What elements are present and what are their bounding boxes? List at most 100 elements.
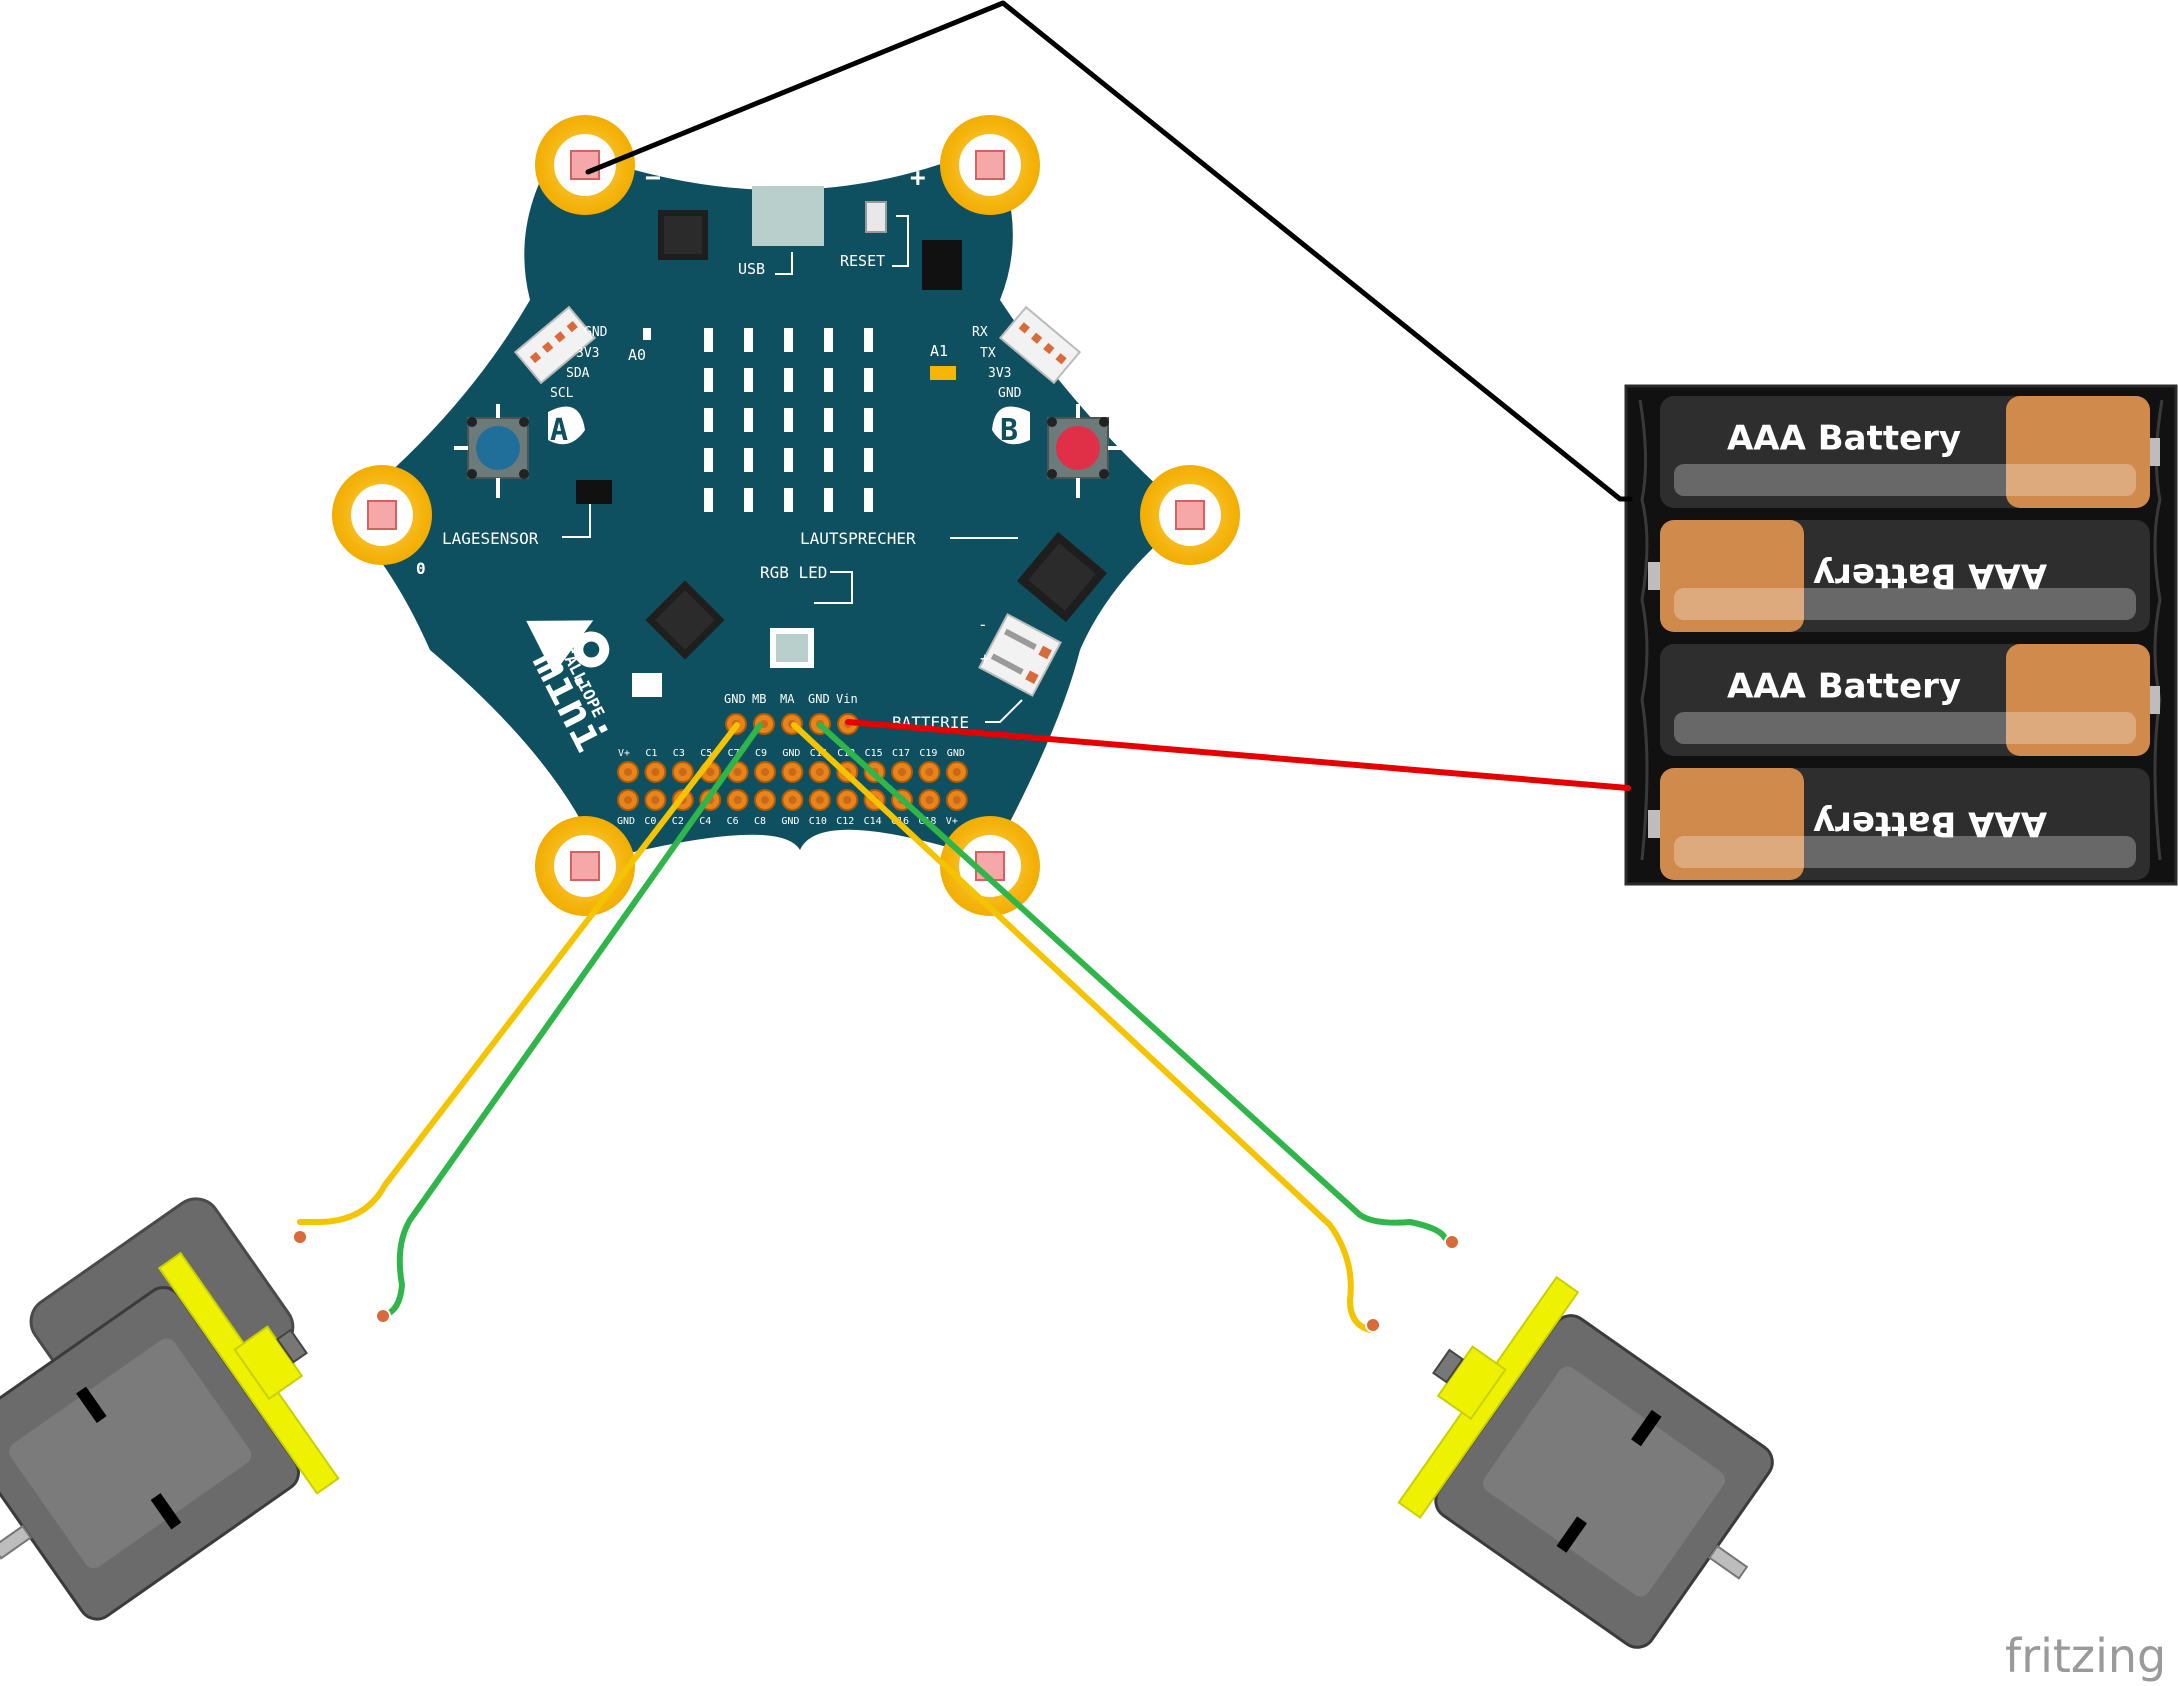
battery-cell-4: AAA Battery <box>1648 768 2150 880</box>
pin-label-top: C1 <box>645 748 657 759</box>
label-lagesensor: LAGESENSOR <box>442 529 539 548</box>
pin-label-bottom: C14 <box>864 816 882 827</box>
position-sensor <box>576 480 612 504</box>
led-4-4 <box>864 488 873 512</box>
pin-label-top: C3 <box>673 748 685 759</box>
chip-reset-side <box>922 240 962 290</box>
wire-black <box>585 0 1633 502</box>
calliope-logo <box>526 620 610 675</box>
pin-label-bottom: GND <box>781 816 799 827</box>
battery-cell-label: AAA Battery <box>1813 556 2047 596</box>
calliope-mini-board: − + 0 3 1 2 USB RESET GND 3V3 SDA SCL A0 <box>332 115 1240 916</box>
battery-connector <box>978 613 1062 697</box>
pin-label-bottom: C4 <box>699 816 711 827</box>
pin-top-hole <box>952 768 961 776</box>
label-3v3-left: 3V3 <box>576 346 599 361</box>
pin-label-bottom: V+ <box>946 816 958 827</box>
dc-motor-right <box>1397 1275 1774 1649</box>
motor-header-label: MB <box>752 692 766 706</box>
pin-label-top: C9 <box>755 748 767 759</box>
led-3-4 <box>864 448 873 472</box>
motor-right-terminal-2 <box>1444 1234 1460 1250</box>
pin-top-hole <box>788 768 797 776</box>
pin-top-hole <box>733 768 742 776</box>
label-a1: A1 <box>930 342 948 360</box>
label-tx: TX <box>980 346 996 361</box>
label-3v3-right: 3V3 <box>988 366 1011 381</box>
led-1-3 <box>824 368 833 392</box>
pin-label-top: C15 <box>865 748 883 759</box>
pin-top-hole <box>761 768 769 776</box>
motor-left-terminal-2 <box>375 1308 391 1324</box>
grove-connector-right <box>998 305 1082 385</box>
led-3-2 <box>784 448 793 472</box>
pin-label-bottom: C6 <box>727 816 739 827</box>
label-scl: SCL <box>550 386 574 401</box>
pin-top-hole <box>624 768 632 776</box>
label-pad-2: 2 <box>915 845 925 864</box>
led-1-4 <box>864 368 873 392</box>
reset-button <box>865 201 887 233</box>
pad-1 <box>535 816 635 916</box>
label-minus: − <box>645 163 661 193</box>
pad-0 <box>332 465 432 565</box>
pin-top-hole <box>651 768 660 776</box>
motor-header-label: Vin <box>836 692 858 706</box>
pin-label-top: C5 <box>700 748 712 759</box>
pin-label-top: C19 <box>919 748 937 759</box>
label-sda: SDA <box>566 366 590 381</box>
pin-top-hole <box>925 768 934 776</box>
chip-speaker <box>1016 531 1108 623</box>
pin-bottom-hole <box>843 796 852 804</box>
a1-indicator <box>930 366 956 380</box>
pin-bottom-hole <box>624 796 632 804</box>
led-4-3 <box>824 488 833 512</box>
led-4-2 <box>784 488 793 512</box>
led-1-2 <box>784 368 793 392</box>
pin-label-top: C7 <box>728 748 740 759</box>
led-0-3 <box>824 328 833 352</box>
pin-top-hole <box>706 768 715 776</box>
pin-bottom-hole <box>761 796 769 804</box>
pin-bottom-hole <box>733 796 742 804</box>
pin-label-bottom: C8 <box>754 816 766 827</box>
led-1-0 <box>704 368 713 392</box>
button-a[interactable] <box>454 404 585 498</box>
led-matrix <box>704 328 873 512</box>
pin-label-top: C17 <box>892 748 910 759</box>
fritzing-watermark: fritzing <box>2005 1629 2166 1683</box>
pin-label-bottom: C12 <box>836 816 854 827</box>
led-2-1 <box>744 408 753 432</box>
button-b[interactable] <box>992 404 1122 498</box>
battery-cell-label: AAA Battery <box>1813 804 2047 844</box>
pin-bottom-hole <box>952 796 961 804</box>
dc-motor-left <box>0 1197 340 1621</box>
led-0-2 <box>784 328 793 352</box>
label-rx: RX <box>972 325 988 340</box>
pad-3 <box>1140 465 1240 565</box>
led-2-3 <box>824 408 833 432</box>
pin-top-hole <box>678 768 687 776</box>
label-button-a: A <box>550 413 568 448</box>
led-3-0 <box>704 448 713 472</box>
pin-bottom-hole <box>815 796 824 804</box>
pin-label-top: GND <box>947 748 965 759</box>
pin-label-top: C13 <box>837 748 855 759</box>
pin-label-bottom: C2 <box>672 816 684 827</box>
label-conn-plus: + <box>980 649 990 668</box>
led-4-0 <box>704 488 713 512</box>
pin-label-bottom: C10 <box>809 816 827 827</box>
wire-green-right <box>817 722 1448 1241</box>
led-2-0 <box>704 408 713 432</box>
label-pad-0: 0 <box>416 559 426 578</box>
pin-label-top: V+ <box>618 748 630 759</box>
pin-label-bottom: GND <box>617 816 635 827</box>
label-gnd-right: GND <box>998 386 1022 401</box>
label-plus: + <box>910 163 926 193</box>
label-pad-3: 3 <box>1146 559 1156 578</box>
pin-bottom-hole <box>925 796 934 804</box>
pin-label-bottom: C0 <box>644 816 656 827</box>
pin-bottom-hole <box>788 796 797 804</box>
motor-right-terminal-1 <box>1365 1317 1381 1333</box>
